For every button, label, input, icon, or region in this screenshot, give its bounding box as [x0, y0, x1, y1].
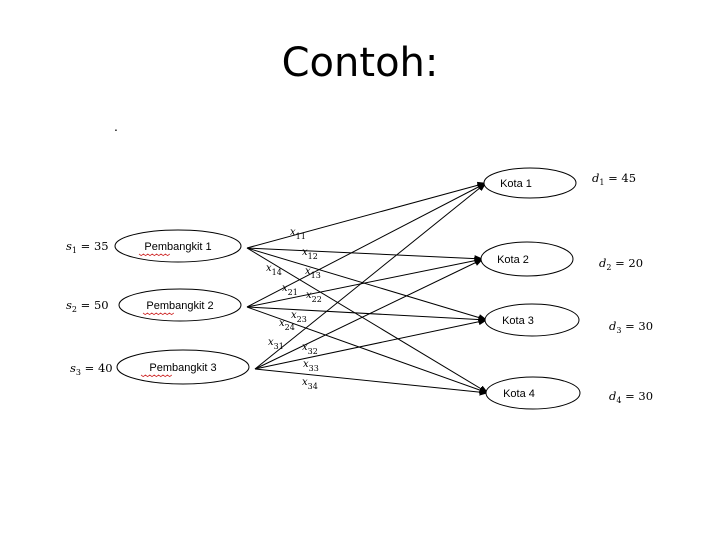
edge-label-x12: x12	[302, 247, 318, 261]
destination-node-label-3: Kota 3	[502, 315, 534, 327]
supply-label-2: s2 = 50	[66, 298, 109, 314]
spellcheck-squiggle	[140, 374, 173, 378]
demand-label-1: d1 = 45	[592, 171, 636, 187]
stray-mark: .	[114, 118, 118, 134]
destination-node-3	[484, 303, 580, 337]
edge-x31	[254, 182, 487, 370]
source-node-label-2: Pembangkit 2	[146, 300, 213, 312]
destination-node-label-1: Kota 1	[500, 178, 532, 190]
demand-label-2: d2 = 20	[599, 256, 643, 272]
edge-x12	[246, 247, 484, 263]
destination-node-2	[480, 241, 574, 277]
edge-x14	[246, 247, 489, 394]
edge-label-x14: x14	[266, 263, 282, 277]
source-node-label-1: Pembangkit 1	[144, 241, 211, 253]
destination-node-label-4: Kota 4	[503, 388, 535, 400]
source-node-2	[118, 288, 242, 322]
destination-node-1	[483, 167, 577, 199]
edge-x11	[246, 181, 487, 249]
edges-layer	[246, 181, 489, 396]
edge-label-x31: x31	[268, 337, 284, 351]
edge-x32	[254, 258, 484, 370]
demand-label-4: d4 = 30	[609, 389, 653, 405]
slide-title: Contoh:	[281, 40, 439, 86]
edge-label-x23: x23	[291, 310, 307, 324]
edge-label-x11: x11	[290, 227, 306, 241]
supply-label-3: s3 = 40	[70, 361, 113, 377]
edge-x23	[246, 306, 488, 324]
edge-x33	[254, 318, 488, 370]
edge-x24	[246, 306, 489, 394]
edge-x21	[246, 182, 487, 308]
demand-label-3: d3 = 30	[609, 319, 653, 335]
destination-node-4	[485, 376, 581, 410]
edge-x13	[246, 247, 488, 321]
edge-label-x32: x32	[302, 342, 318, 356]
destination-node-label-2: Kota 2	[497, 254, 529, 266]
source-node-1	[114, 229, 242, 263]
spellcheck-squiggle	[142, 312, 175, 316]
spellcheck-squiggle	[138, 253, 171, 257]
nodes-layer: Pembangkit 1 Pembangkit 2 Pembangkit 3 Kota…	[114, 167, 581, 410]
supply-label-1: s1 = 35	[66, 239, 109, 255]
edge-x22	[246, 257, 484, 308]
edge-label-x33: x33	[303, 359, 319, 373]
edge-x34	[254, 368, 489, 396]
source-node-label-3: Pembangkit 3	[149, 362, 216, 374]
edge-label-x34: x34	[302, 377, 318, 391]
